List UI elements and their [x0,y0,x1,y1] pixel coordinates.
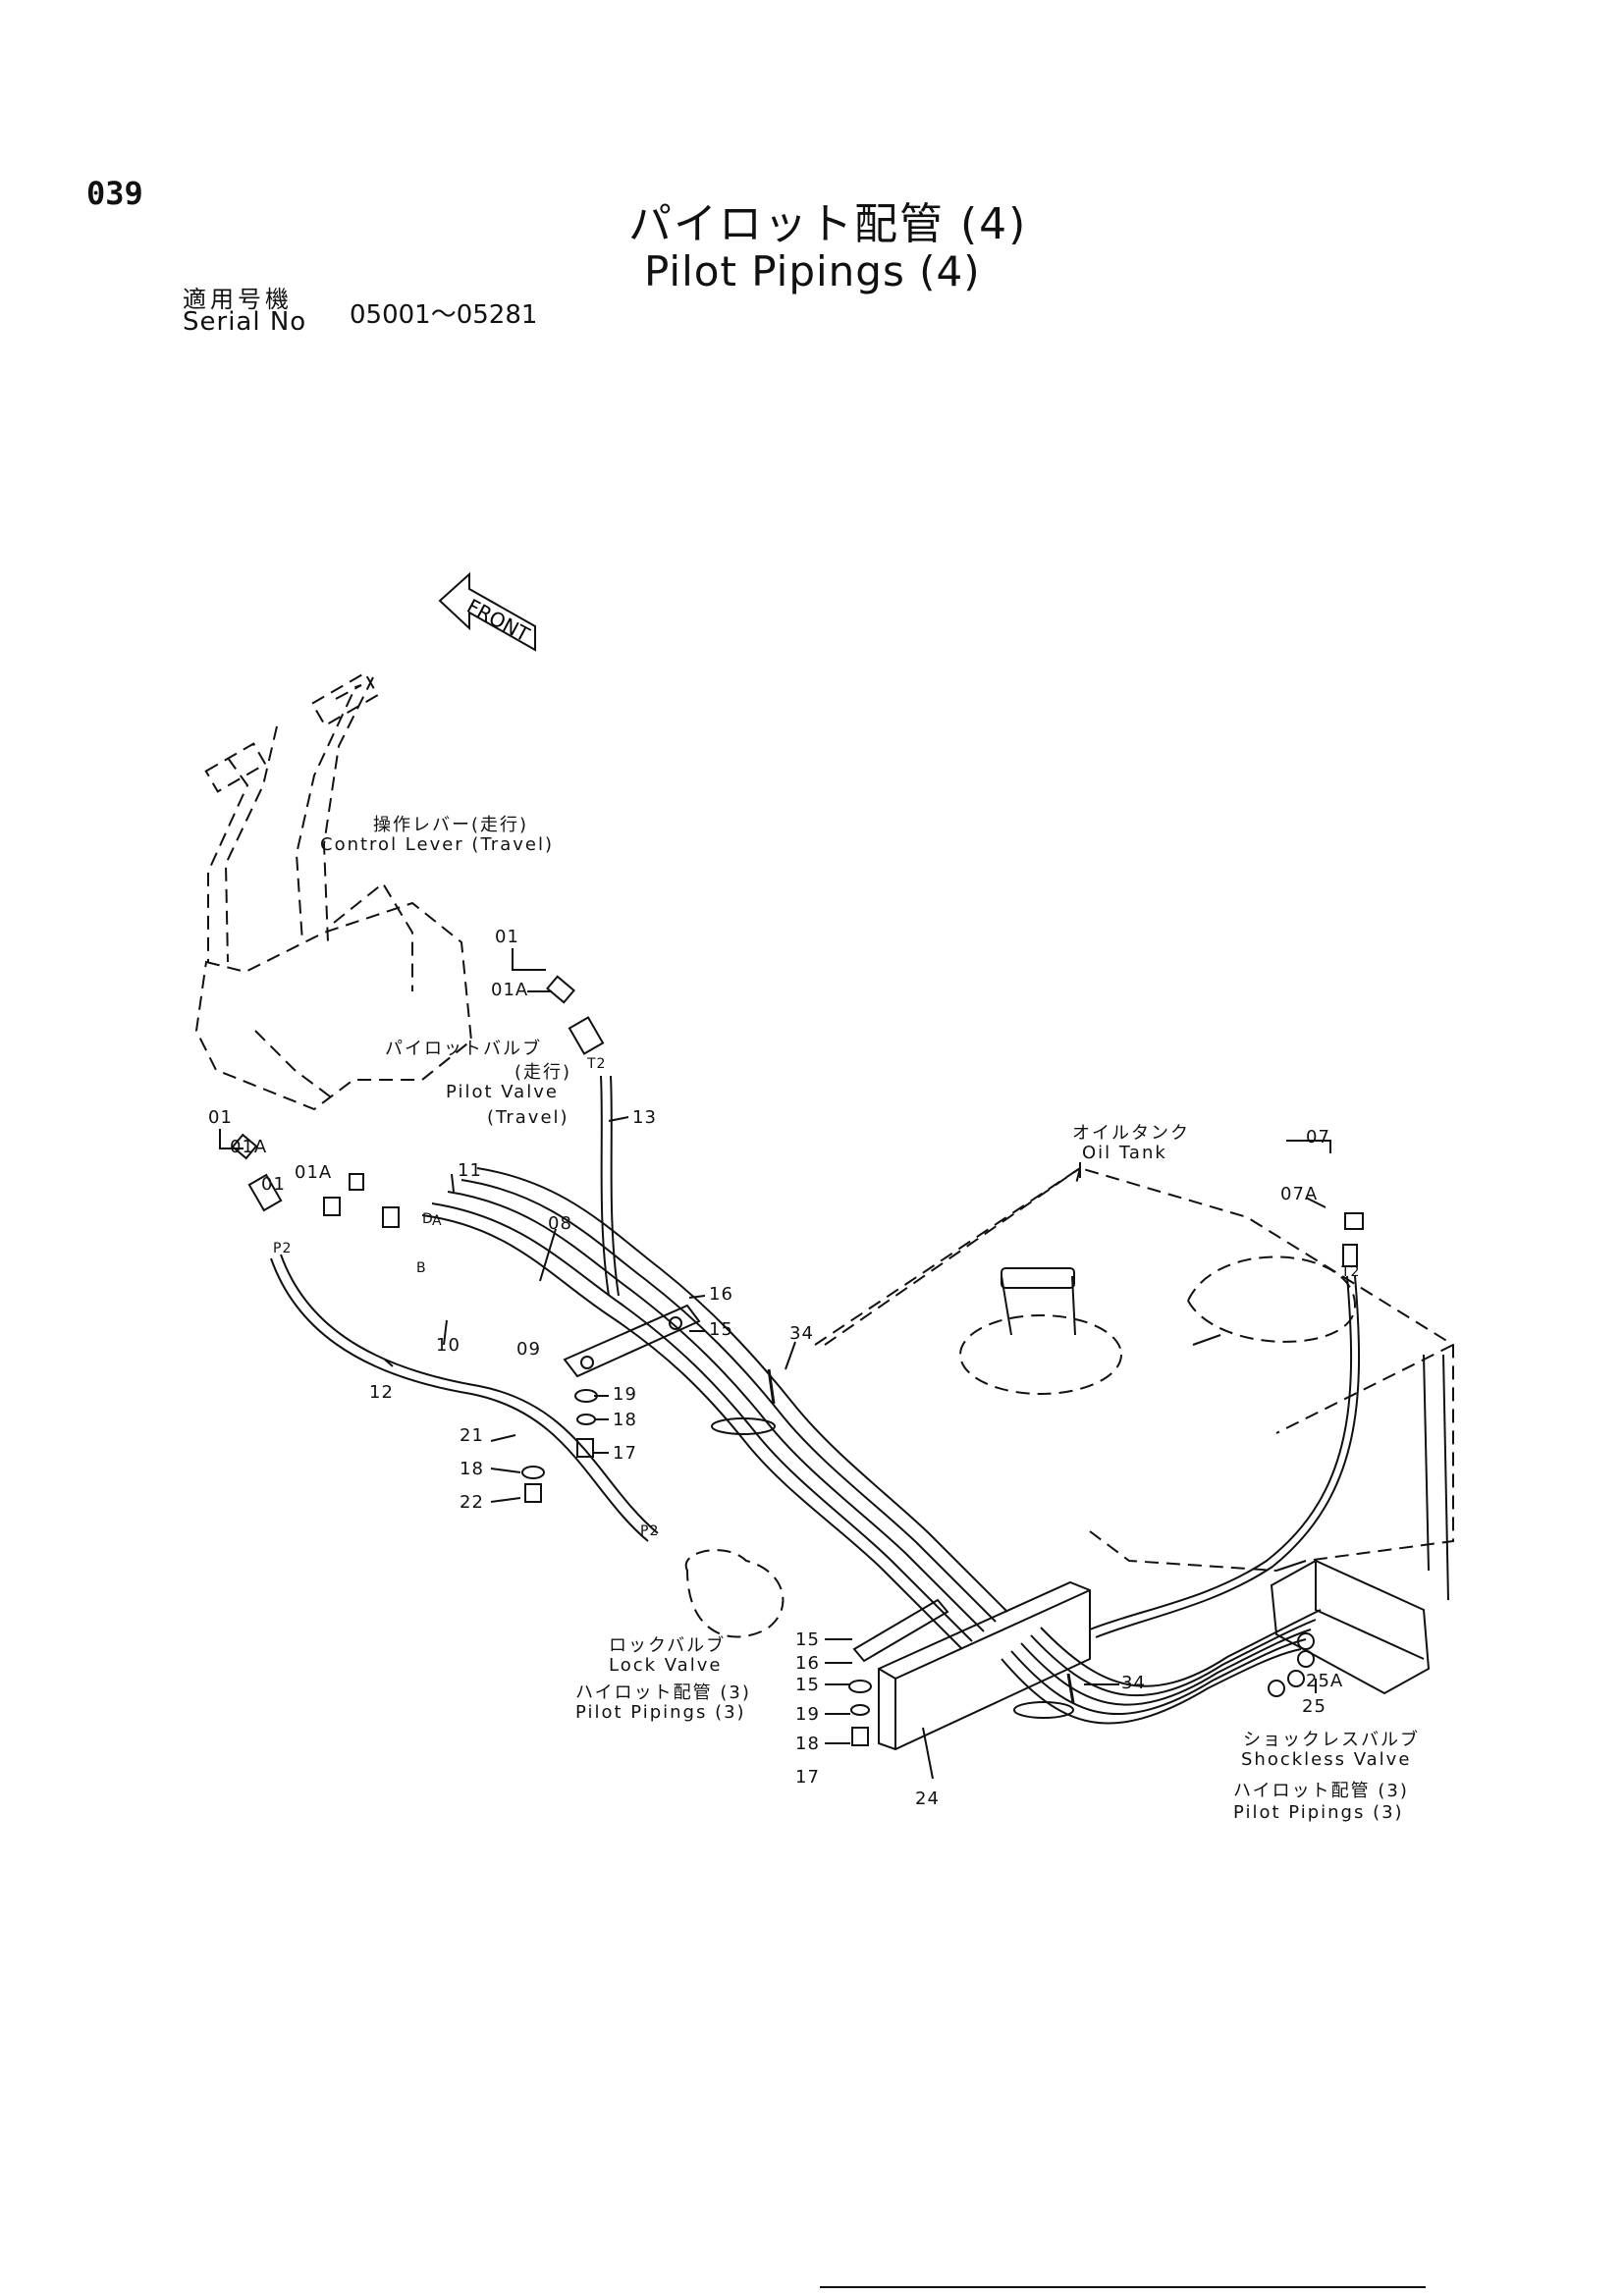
lock-valve-label-en: Lock Valve [609,1655,723,1676]
port-p2-lower: P2 [640,1523,660,1539]
oil-tank-label-jp: オイルタンク [1072,1123,1190,1144]
page-number: 039 [86,175,143,212]
shockless-valve-label-jp: ショックレスバルブ [1243,1730,1420,1750]
callout-15-upper: 15 [709,1319,733,1340]
callout-13: 13 [632,1107,657,1128]
callout-18-lower: 18 [795,1734,820,1754]
pilot-valve-label-en: Pilot Valve [446,1082,559,1102]
callout-19-lower: 19 [795,1704,820,1725]
page-title-en: Pilot Pipings (4) [644,247,981,295]
callout-34-upper: 34 [789,1323,814,1344]
shockless-ref-en: Pilot Pipings (3) [1233,1802,1404,1823]
callout-12: 12 [369,1382,394,1403]
control-lever-label-jp: 操作レバー(走行) [373,815,529,835]
oil-tank-label-en: Oil Tank [1082,1143,1167,1163]
callout-07: 07 [1306,1127,1330,1148]
shockless-ref-jp: ハイロット配管 (3) [1233,1781,1409,1801]
port-b: B [416,1260,427,1276]
oil-tank-drawing [814,1166,1454,1601]
callout-15-lower-b: 15 [795,1675,820,1695]
page-title-jp: パイロット配管 (4) [628,199,1028,249]
control-lever-drawing [204,671,380,963]
callout-25a: 25A [1306,1671,1344,1691]
lock-valve-ref-en: Pilot Pipings (3) [575,1702,746,1723]
callout-17-lower: 17 [795,1767,820,1788]
callout-11: 11 [458,1160,482,1181]
callout-34-lower: 34 [1121,1673,1146,1693]
shockless-valve-label-en: Shockless Valve [1241,1749,1412,1770]
lock-valve-drawing [684,1549,785,1638]
pilot-valve-sub-en: (Travel) [487,1107,569,1128]
lock-valve-label-jp: ロックバルブ [609,1635,727,1656]
port-d: D [422,1211,434,1227]
pipe-bundle [270,1075,1360,1725]
callout-24: 24 [915,1789,940,1809]
clamp-block [852,1580,1091,1751]
callout-01-mid: 01 [261,1174,286,1195]
callout-15-lower-a: 15 [795,1629,820,1650]
callout-16-upper: 16 [709,1284,733,1305]
pilot-valve-drawing [194,881,473,1111]
front-arrow-label: FRONT [463,594,534,647]
pilot-valve-sub-jp: (走行) [514,1062,572,1083]
callout-18-upper: 18 [613,1410,637,1430]
callout-18-left: 18 [460,1459,484,1479]
callout-01a-top: 01A [491,980,529,1000]
serial-label-en: Serial No [183,307,307,337]
callout-01-top: 01 [495,927,519,947]
control-lever-label-en: Control Lever (Travel) [320,834,554,855]
callout-01-left: 01 [208,1107,233,1128]
callout-01a-left: 01A [230,1137,268,1157]
lock-valve-ref-jp: ハイロット配管 (3) [575,1682,751,1703]
callout-07a: 07A [1280,1184,1319,1204]
callout-10: 10 [436,1335,460,1356]
clamp-plate-upper [563,1304,701,1378]
callout-21: 21 [460,1425,484,1446]
callout-01a-mid: 01A [295,1162,333,1183]
port-a: A [432,1213,443,1229]
port-t2-upper: T2 [587,1056,607,1072]
callout-19-upper: 19 [613,1384,637,1405]
port-t2-right: T2 [1341,1264,1361,1280]
leader-lines [219,948,1331,1780]
callout-09: 09 [516,1339,541,1360]
shockless-valve-drawing [1268,1559,1431,1697]
serial-label-jp: 適用号機 [183,286,293,313]
callout-17-upper: 17 [613,1443,637,1464]
callout-25: 25 [1302,1696,1326,1717]
callout-22: 22 [460,1492,484,1513]
callout-16-lower: 16 [795,1653,820,1674]
serial-range: 05001～05281 [350,300,538,330]
port-p2-left: P2 [273,1241,293,1256]
front-arrow-icon: FRONT [438,571,536,652]
pilot-valve-label-jp: パイロットバルブ [385,1039,542,1059]
callout-08: 08 [548,1213,572,1234]
